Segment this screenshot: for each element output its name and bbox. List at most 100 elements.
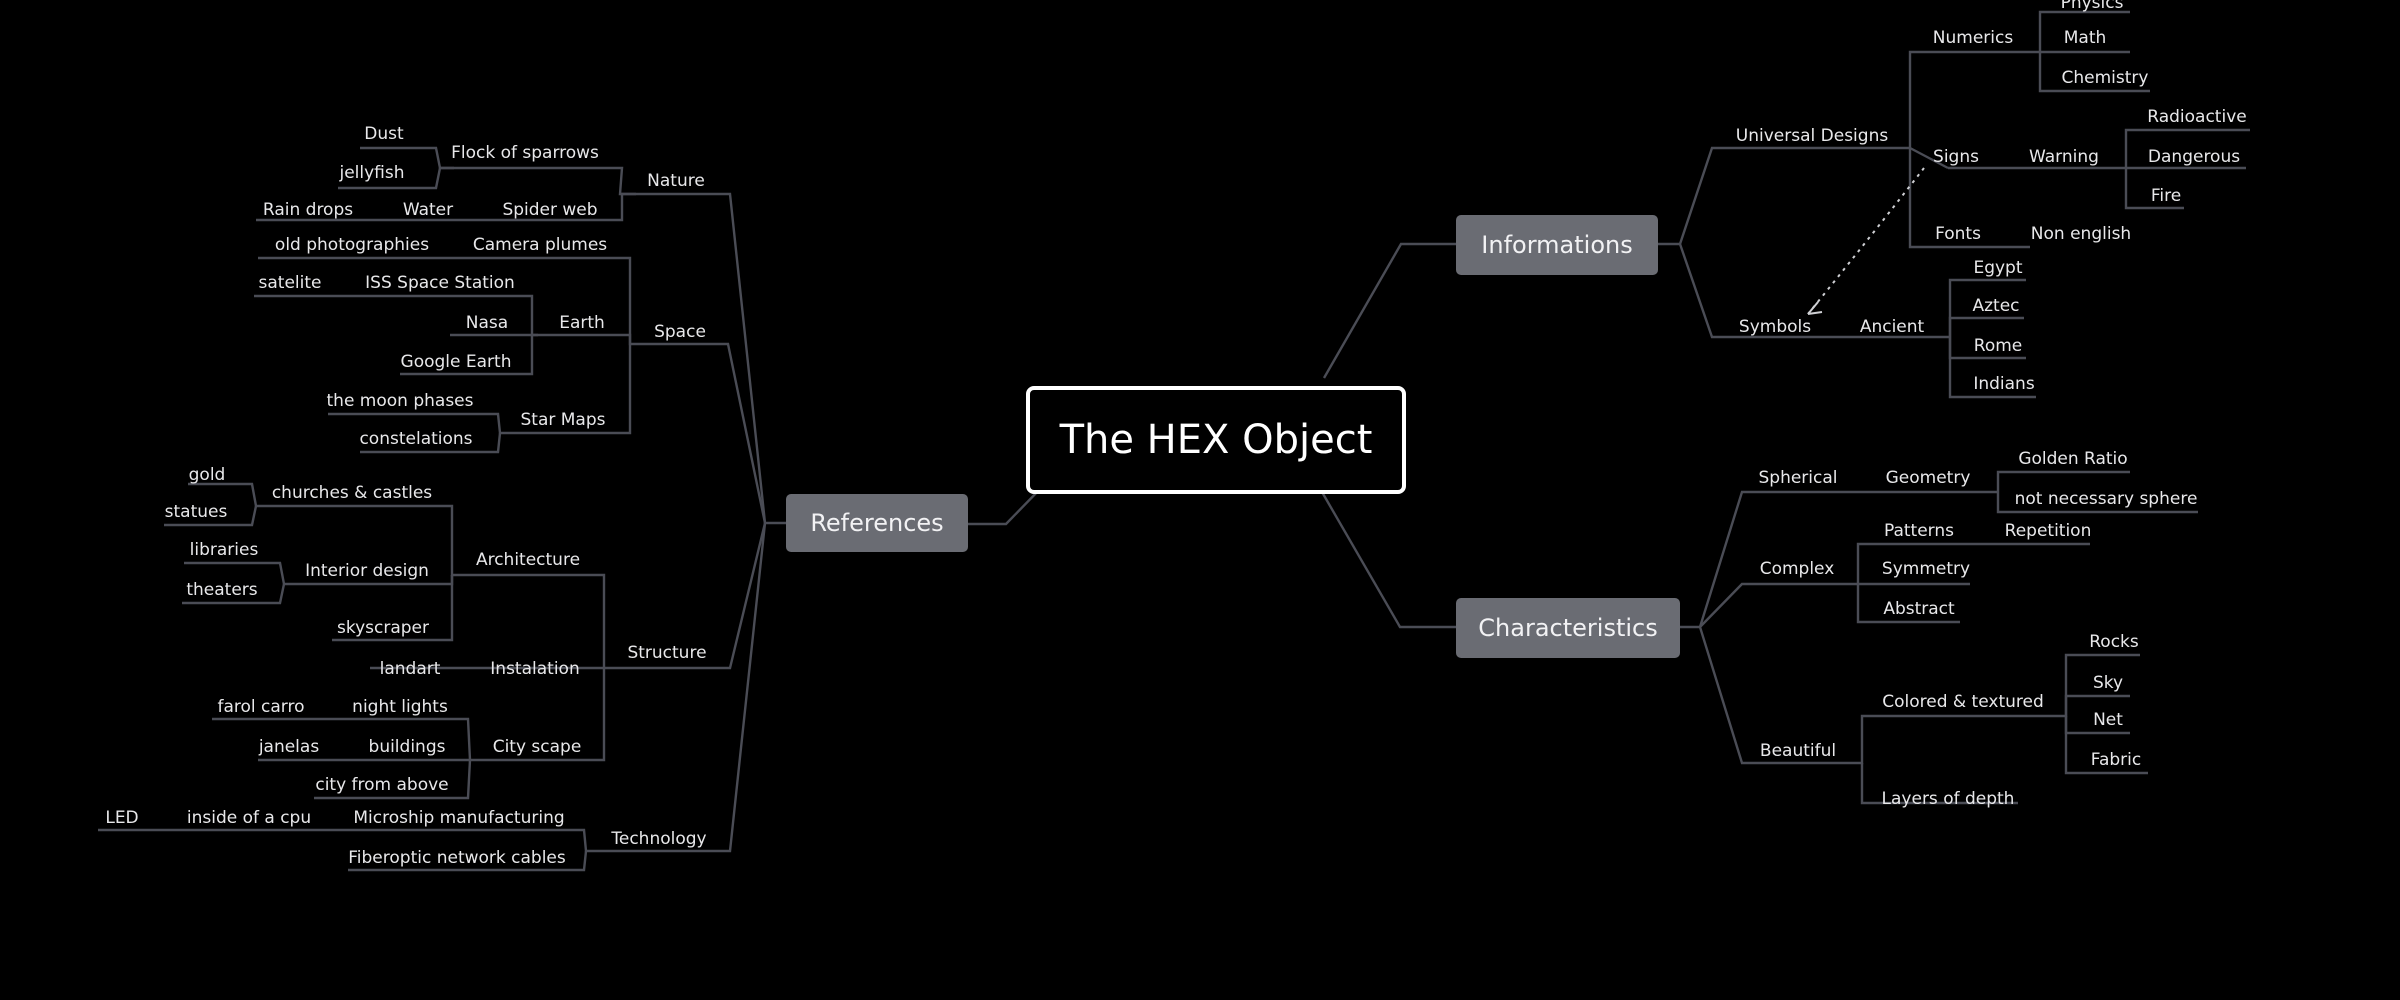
node-math[interactable]: Math — [2063, 28, 2107, 48]
node-fabric[interactable]: Fabric — [2090, 750, 2142, 770]
root-node[interactable]: The HEX Object — [1026, 386, 1406, 494]
node-fiberoptic-network-cables[interactable]: Fiberoptic network cables — [348, 848, 566, 868]
node-churches-castles[interactable]: churches & castles — [271, 483, 433, 503]
node-google-earth[interactable]: Google Earth — [400, 352, 512, 372]
node-symmetry[interactable]: Symmetry — [1881, 559, 1971, 579]
relation-arrow — [1807, 167, 1925, 315]
connector-line — [968, 485, 1044, 526]
node-radioactive[interactable]: Radioactive — [2147, 107, 2247, 127]
node-space[interactable]: Space — [654, 322, 706, 342]
node-indians[interactable]: Indians — [1973, 374, 2035, 394]
node-libraries[interactable]: libraries — [189, 540, 259, 560]
node-dust[interactable]: Dust — [364, 124, 404, 144]
node-egypt[interactable]: Egypt — [1973, 258, 2023, 278]
node-sky[interactable]: Sky — [2092, 673, 2124, 693]
node-rocks[interactable]: Rocks — [2089, 632, 2139, 652]
node-warning[interactable]: Warning — [2029, 147, 2099, 167]
node-skyscraper[interactable]: skyscraper — [336, 618, 430, 638]
node-abstract[interactable]: Abstract — [1883, 599, 1955, 619]
node-iss-space-station[interactable]: ISS Space Station — [365, 273, 515, 293]
node-fonts[interactable]: Fonts — [1935, 224, 1981, 244]
node-colored-textured[interactable]: Colored & textured — [1882, 692, 2044, 712]
node-old-photographies[interactable]: old photographies — [274, 235, 430, 255]
node-rome[interactable]: Rome — [1973, 336, 2023, 356]
node-beautiful[interactable]: Beautiful — [1759, 741, 1837, 761]
node-theaters[interactable]: theaters — [186, 580, 258, 600]
node-architecture[interactable]: Architecture — [475, 550, 581, 570]
connector-line — [1948, 337, 2036, 399]
node-aztec[interactable]: Aztec — [1972, 296, 2020, 316]
connector-line — [1698, 626, 1852, 765]
node-water[interactable]: Water — [402, 200, 454, 220]
node-the-moon-phases[interactable]: the moon phases — [326, 391, 474, 411]
node-statues[interactable]: statues — [164, 502, 228, 522]
node-fire[interactable]: Fire — [2150, 186, 2182, 206]
connector-line — [182, 583, 286, 605]
node-night-lights[interactable]: night lights — [352, 697, 448, 717]
node-net[interactable]: Net — [2093, 710, 2123, 730]
node-not-necessary-sphere[interactable]: not necessary sphere — [2014, 489, 2198, 509]
node-geometry[interactable]: Geometry — [1885, 468, 1971, 488]
connector-line — [516, 344, 632, 435]
connector-line — [1852, 714, 2064, 765]
node-janelas[interactable]: janelas — [258, 737, 320, 757]
connector-line — [2020, 10, 2130, 54]
node-flock-of-sparrows[interactable]: Flock of sparrows — [451, 143, 599, 163]
connector-line — [470, 573, 632, 670]
connector-line — [1658, 146, 1910, 246]
node-led[interactable]: LED — [105, 808, 139, 828]
node-earth[interactable]: Earth — [559, 313, 605, 333]
connector-line — [1948, 316, 2024, 337]
node-city-scape[interactable]: City scape — [492, 737, 582, 757]
node-dangerous[interactable]: Dangerous — [2147, 147, 2241, 167]
node-instalation[interactable]: Instalation — [490, 659, 580, 679]
node-satelite[interactable]: satelite — [258, 273, 322, 293]
connector-line — [1320, 491, 1456, 629]
hub-characteristics[interactable]: Characteristics — [1456, 598, 1680, 658]
node-landart[interactable]: landart — [379, 659, 441, 679]
node-gold[interactable]: gold — [188, 465, 226, 485]
connector-line — [360, 432, 502, 454]
node-symbols[interactable]: Symbols — [1738, 317, 1812, 337]
node-city-from-above[interactable]: city from above — [315, 775, 449, 795]
node-structure[interactable]: Structure — [627, 643, 707, 663]
connector-line — [632, 522, 767, 670]
node-interior-design[interactable]: Interior design — [305, 561, 429, 581]
node-microship-manufacturing[interactable]: Microship manufacturing — [353, 808, 565, 828]
node-technology[interactable]: Technology — [611, 829, 707, 849]
node-star-maps[interactable]: Star Maps — [520, 410, 606, 430]
node-farol-carro[interactable]: farol carro — [217, 697, 305, 717]
connector-line — [1322, 242, 1456, 379]
node-signs[interactable]: Signs — [1933, 147, 1979, 167]
node-inside-of-a-cpu[interactable]: inside of a cpu — [186, 808, 312, 828]
node-golden-ratio[interactable]: Golden Ratio — [2018, 449, 2128, 469]
node-physics[interactable]: Physics — [2060, 0, 2124, 13]
node-nasa[interactable]: Nasa — [465, 313, 509, 333]
node-ancient[interactable]: Ancient — [1859, 317, 1925, 337]
connector-line — [274, 504, 470, 577]
node-buildings[interactable]: buildings — [368, 737, 446, 757]
node-constelations[interactable]: constelations — [359, 429, 473, 449]
hub-references[interactable]: References — [786, 494, 968, 552]
node-nature[interactable]: Nature — [647, 171, 705, 191]
connector-line — [1860, 763, 2018, 805]
node-spherical[interactable]: Spherical — [1758, 468, 1838, 488]
connector-line — [184, 561, 300, 586]
node-camera-plumes[interactable]: Camera plumes — [472, 235, 608, 255]
connector-line — [496, 192, 636, 222]
node-non-english[interactable]: Non english — [2030, 224, 2132, 244]
node-numerics[interactable]: Numerics — [1932, 28, 2014, 48]
node-patterns[interactable]: Patterns — [1883, 521, 1955, 541]
node-spider-web[interactable]: Spider web — [502, 200, 598, 220]
connector-line — [2038, 52, 2150, 93]
node-jellyfish[interactable]: jellyfish — [339, 163, 405, 183]
node-universal-designs[interactable]: Universal Designs — [1735, 126, 1889, 146]
node-rain-drops[interactable]: Rain drops — [262, 200, 354, 220]
connector-line — [1699, 582, 1850, 628]
node-chemistry[interactable]: Chemistry — [2061, 68, 2149, 88]
node-complex[interactable]: Complex — [1759, 559, 1835, 579]
node-layers-of-depth[interactable]: Layers of depth — [1881, 789, 2015, 809]
hub-informations[interactable]: Informations — [1456, 215, 1658, 275]
node-repetition[interactable]: Repetition — [2004, 521, 2092, 541]
